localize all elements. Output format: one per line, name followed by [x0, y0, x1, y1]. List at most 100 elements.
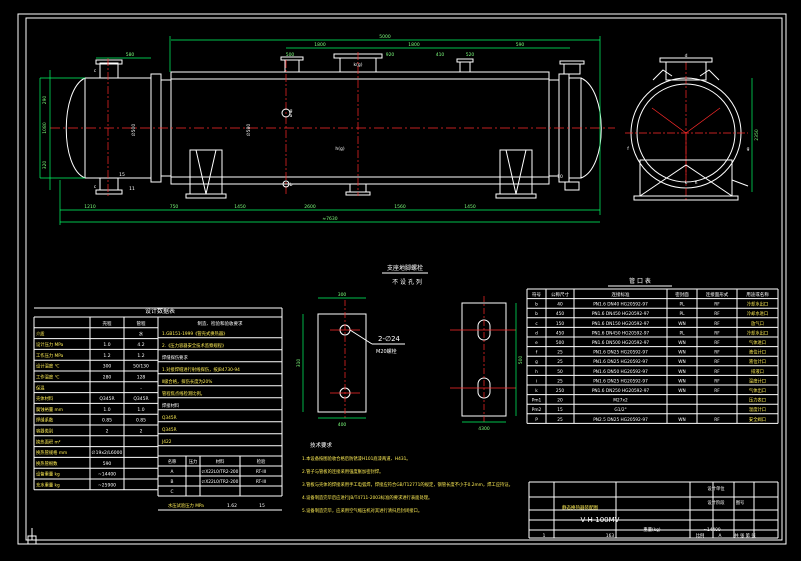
design-footer-value: 1.62 [227, 503, 237, 509]
dim-top: 1800 [314, 42, 326, 48]
dim-bottom: 1450 [464, 204, 476, 210]
nozzle-left-bottom [99, 177, 119, 191]
end-label: 15 [119, 172, 125, 178]
nozzle-table-cell: 气体进口 [749, 339, 766, 346]
front-label: k(g) [354, 62, 363, 68]
saddle-left [189, 149, 223, 195]
saddle-plate-front [317, 313, 367, 413]
note-line: 5.设备制造完毕，应采用空气缩压机对其进行清扫后封闭接口。 [302, 507, 422, 514]
design-col-header: 管程 [137, 320, 146, 327]
design-tube-value: 50/130 [133, 364, 149, 370]
note-line: 3.管板与壳体的焊接采用手工电弧焊，焊接应符合GB/T12771的规定，钢管长度… [302, 481, 513, 488]
design-right-line: Q345R [162, 427, 177, 433]
title-right-label: 图号 [736, 500, 745, 506]
nozzle-table-cell: WN [678, 340, 685, 346]
design-table-title: 设计数据表 [145, 307, 175, 315]
nozzle-table-cell: Pm1 [532, 398, 542, 404]
design-sub-cell: A [171, 469, 174, 475]
sheet-text: 共 张 第 张 [734, 532, 756, 539]
nozzle-table-cell: RF [714, 369, 720, 375]
front-view [39, 36, 615, 225]
nozzle-table-cell: h [535, 369, 538, 375]
nozzle-table-cell: 放气口 [751, 320, 764, 327]
nozzle-top-1 [284, 59, 300, 73]
dim-top: 500 [286, 52, 295, 58]
detail-callout-2: M20螺栓 [376, 348, 397, 355]
end-label: 10 [557, 174, 563, 180]
nozzle-table-title: 管 口 表 [629, 277, 651, 285]
design-shell-value: 2 [106, 429, 109, 435]
nozzle-table-cell: PN1.6 DN25 HG20592-97 [593, 378, 648, 384]
design-row-label: 壳体材料 [36, 395, 54, 402]
nozzle-table-cell: WN [678, 378, 685, 384]
title-right-label: 设计单位 [707, 485, 725, 492]
port-a [281, 108, 291, 118]
design-shell-value: 0.85 [102, 418, 112, 424]
design-sub-header: 名称 [168, 458, 177, 465]
nozzle-table-cell: WN [678, 388, 685, 394]
nozzle-table-cell: PN1.6 DN40 HG20592-97 [593, 302, 648, 308]
dim-top: 520 [466, 52, 475, 58]
nozzle-table-cell: PN1.6 DN500 HG20592-97 [592, 340, 650, 346]
design-row-label: 工作压力 MPa [36, 352, 64, 359]
nozzle-table-cell: 40 [557, 302, 563, 308]
design-tube-value: Q345R [133, 396, 148, 402]
design-right-line: J422 [161, 439, 172, 445]
nozzle-table-cell: 冷却水出口 [747, 329, 768, 336]
nozzle-table-cell: i [536, 378, 537, 384]
note-line: 2.管子与管板的连接采用强度胀加密封焊。 [302, 468, 383, 475]
nozzle-table-cell: PN1.6 DN150 HG20592-97 [592, 321, 650, 327]
nozzle-table-cell: f [536, 350, 538, 356]
design-right-line: Ⅱ级合格，探伤长度为20% [162, 378, 212, 385]
right-head [580, 77, 602, 179]
nozzle-table-cell: RF [714, 378, 720, 384]
side-label: h [695, 180, 698, 186]
design-tube-value: 4.2 [137, 342, 144, 348]
nozzle-table-cell: 25 [557, 359, 563, 365]
design-tube-value: 128 [137, 375, 146, 381]
front-label: g [290, 109, 293, 114]
nozzle-right-bottom [564, 181, 580, 191]
design-sub-cell: ∅X22L0/TR2-200 [202, 479, 239, 485]
nozzle-table-cell: e [535, 341, 538, 346]
design-shell-value: ~14400 [98, 472, 116, 478]
nozzle-table-cell: PN1.6 DN450 HG20592-97 [592, 330, 650, 336]
side-height-dim: 2350 [754, 129, 760, 141]
dim-top: 5000 [379, 34, 391, 40]
nozzle-table-cell: 25 [557, 350, 563, 356]
design-shell-value: 1.2 [103, 353, 110, 359]
design-tube-value: 1.2 [137, 353, 144, 359]
design-right-line: 焊接材料 [162, 402, 180, 409]
nozzle-table-cell: RF [714, 302, 720, 308]
nozzle-table-cell: WN [678, 350, 685, 356]
side-view [625, 57, 753, 201]
detail-dim: 400 [338, 422, 347, 428]
left-head [65, 77, 86, 179]
design-tube-value: 1.0 [137, 407, 144, 413]
notes-title: 技术要求 [310, 441, 333, 449]
dim-top: 1800 [408, 42, 420, 48]
side-label: d [685, 53, 688, 59]
drawing-number: V-H-100MV [581, 516, 620, 524]
design-right-line: Q345R [162, 415, 177, 421]
design-sub-cell: B [171, 479, 174, 485]
nozzle-table-cell: 20 [557, 398, 563, 404]
technical-notes: 技术要求1.本设备按图验收合格后防锈漆H101底漆两道、H431。2.管子与管板… [302, 441, 513, 514]
nozzle-table-cell: PN2.5 DN25 HG20592-97 [593, 417, 648, 423]
side-label: k [685, 180, 688, 186]
design-footer-label: 水压试验压力 MPa [168, 502, 204, 509]
dim-left: 320 [42, 161, 48, 170]
design-row-label: 换热管根数 [36, 460, 58, 467]
design-right-header: 制造、检验和验收要求 [198, 320, 243, 327]
front-label: b [290, 182, 293, 188]
nozzle-table-cell: WN [678, 321, 685, 327]
nozzle-table-cell: 安全阀口 [749, 416, 766, 423]
nozzle-table-cell: 500 [556, 340, 564, 346]
nozzle-table-header: 连接标准 [612, 291, 630, 298]
design-row-label: 保温 [36, 384, 45, 391]
nozzle-table-cell: RF [714, 340, 720, 346]
